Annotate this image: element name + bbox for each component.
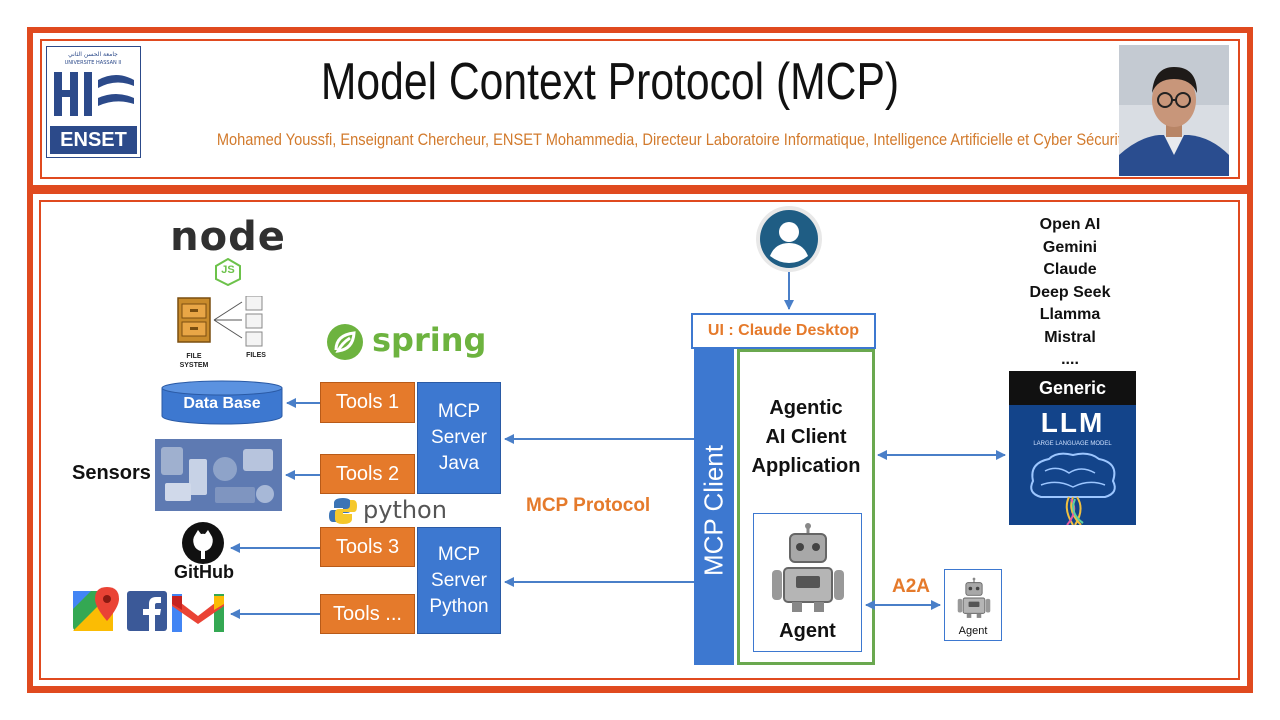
header-panel [33,33,1247,185]
llm-model-more: .... [1061,351,1079,368]
logo-text: ENSET [60,129,127,151]
tools-more-box: Tools ... [320,594,415,634]
author-photo [1119,45,1229,176]
main-panel-border [39,200,1240,680]
llm-model-gemini: Gemini [1042,238,1098,256]
llm-model-list: Open AI Gemini Claude Deep Seek Llamma M… [1005,214,1135,372]
mcp-client-bar: MCP Client [694,349,734,665]
tools-2-box: Tools 2 [320,454,415,494]
llm-model-llamma: Llamma [1039,306,1101,323]
llm-model-openai: Open AI [1039,216,1101,233]
ui-claude-desktop-box: UI : Claude Desktop [691,313,876,349]
file-system-label: FILE SYSTEM [179,353,209,369]
app-line-3: Application [751,455,861,477]
mcp-server-python: MCP Server Python [417,527,501,634]
mcp-server-java: MCP Server Java [417,382,501,494]
author-subtitle: Mohamed Youssfi, Enseignant Chercheur, E… [216,130,1130,149]
llm-sub-label: LARGE LANGUAGE MODEL [1033,441,1112,447]
robot-icon [772,523,844,612]
app-line-2: AI Client [765,426,847,448]
header-panel-border [40,39,1240,179]
files-label: FILES [246,352,266,359]
facebook-icon [127,591,167,631]
gmail-icon [172,594,224,632]
database-icon [161,380,283,426]
github-icon [181,521,225,565]
spring-logo: spring [326,321,486,363]
python-logo: python [329,496,449,527]
app-line-1: Agentic [769,397,843,419]
agentic-app-title: Agentic AI Client Application [737,394,875,481]
server-python-line-1: MCP [437,543,481,565]
sensors-label: Sensors [72,462,151,484]
sensors-image [155,439,282,511]
nodejs-badge: JS [221,264,235,276]
tools-3-box: Tools 3 [320,527,415,567]
user-icon [755,205,823,273]
ui-claude-desktop-label: UI : Claude Desktop [707,322,860,339]
svg-text:جامعة الحسن الثاني: جامعة الحسن الثاني [68,51,118,58]
generic-llm-header: Generic [1009,371,1136,405]
a2a-label: A2A [892,576,931,597]
llm-model-deepseek: Deep Seek [1029,283,1111,301]
python-label: python [363,496,447,524]
nodejs-logo: node JS [168,214,288,286]
remote-agent-label: Agent [958,625,988,637]
mcp-protocol-label: MCP Protocol [526,495,651,516]
llm-model-claude: Claude [1043,261,1097,278]
spring-label: spring [372,321,487,359]
server-java-line-1: MCP [437,401,481,422]
database-label: Data Base [183,395,261,412]
enset-logo: جامعة الحسن الثاني UNIVERSITE HASSAN II … [45,45,142,159]
generic-label: Generic [1038,377,1107,398]
github-label: GitHub [174,562,234,582]
llm-model-mistral: Mistral [1044,328,1096,346]
llm-label: LLM [1040,407,1105,438]
remote-agent-box: Agent [944,569,1002,641]
remote-robot-icon [957,577,991,618]
server-python-line-3: Python [429,595,489,617]
tools-1-box: Tools 1 [320,382,415,423]
brain-icon [1030,452,1116,525]
page-title: Model Context Protocol (MCP) [320,53,900,111]
server-java-line-2: Server [431,427,487,448]
server-java-line-3: Java [438,453,480,474]
file-system-icon [176,295,276,348]
llm-image: LLM LARGE LANGUAGE MODEL [1009,405,1136,525]
server-python-line-2: Server [431,569,487,591]
agent-box: Agent [753,513,862,652]
google-maps-icon [73,587,121,633]
svg-text:UNIVERSITE HASSAN II: UNIVERSITE HASSAN II [65,60,122,66]
agent-label: Agent [779,620,836,642]
nodejs-label: node [170,214,286,260]
